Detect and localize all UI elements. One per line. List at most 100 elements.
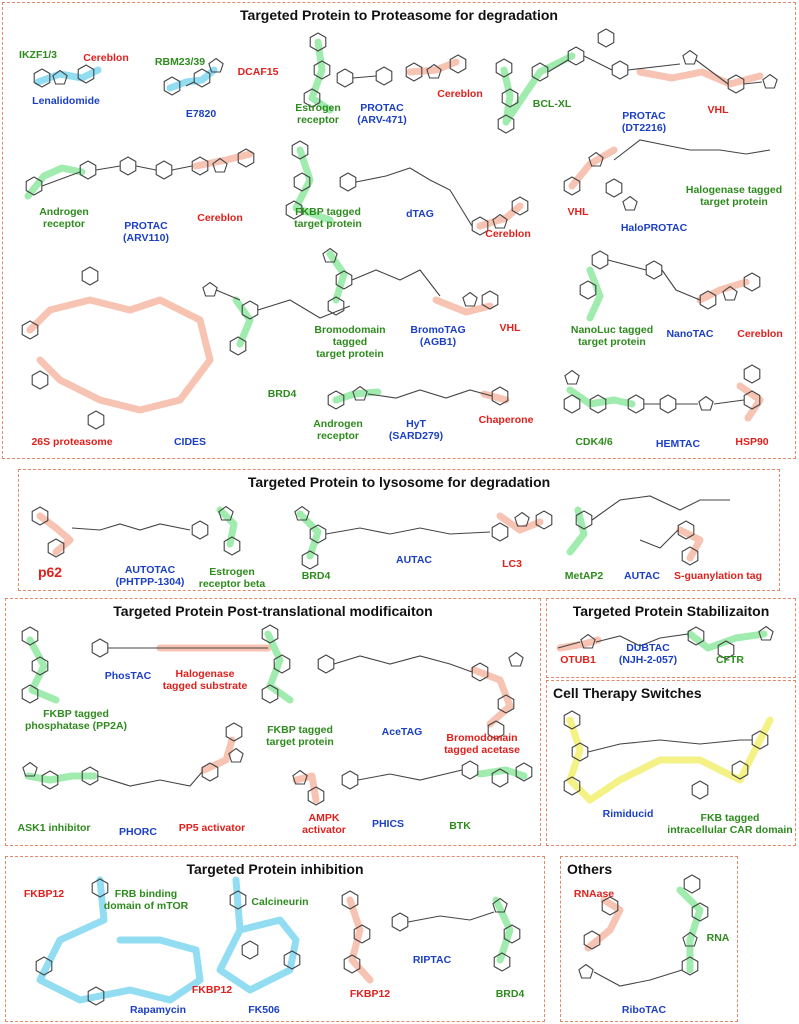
label-bromodomain-target: Bromodomain tagged target protein bbox=[314, 324, 386, 360]
label-fkbp12-2: FKBP12 bbox=[191, 984, 233, 996]
panel-title-proteasome: Targeted Protein to Proteasome for degra… bbox=[240, 7, 558, 23]
label-dt2216: PROTAC (DT2216) bbox=[621, 110, 667, 134]
fk506-molecule bbox=[216, 876, 301, 994]
label-bromodomain-acetase: Bromodomain tagged acetase bbox=[444, 732, 520, 756]
nanotac-molecule bbox=[579, 250, 761, 322]
hyt-molecule bbox=[327, 385, 510, 410]
label-ikzf: IKZF1/3 bbox=[19, 49, 57, 61]
label-cides: CIDES bbox=[173, 436, 207, 448]
label-fkbp-target-2: FKBP tagged target protein bbox=[266, 724, 334, 748]
label-androgen-receptor-2: Androgen receptor bbox=[313, 418, 363, 442]
panel-stabilization: Targeted Protein Stabilizaiton bbox=[546, 598, 796, 678]
label-pp5: PP5 activator bbox=[178, 822, 246, 834]
label-acetag: AceTAG bbox=[381, 726, 423, 738]
label-arv110: PROTAC (ARV110) bbox=[123, 220, 169, 244]
panel-title-lysosome: Targeted Protein to lysosome for degrada… bbox=[247, 474, 551, 490]
panel-title-ptm: Targeted Protein Post-translational modi… bbox=[113, 603, 433, 619]
label-vhl-3: VHL bbox=[499, 322, 521, 334]
phostac-molecule bbox=[21, 626, 272, 704]
label-cereblon-4: Cereblon bbox=[485, 228, 531, 240]
phorc-molecule bbox=[22, 722, 244, 790]
label-halogenase-target: Halogenase tagged target protein bbox=[685, 184, 783, 208]
label-estrogen-beta: Estrogen receptor beta bbox=[198, 566, 266, 590]
label-otub1: OTUB1 bbox=[560, 654, 596, 666]
rimiducid-molecule bbox=[563, 710, 774, 804]
label-chaperone: Chaperone bbox=[478, 414, 534, 426]
label-phostac: PhosTAC bbox=[104, 670, 152, 682]
riptac-molecule bbox=[341, 890, 521, 984]
autotac-molecule bbox=[31, 505, 241, 558]
label-ampk: AMPK activator bbox=[302, 812, 346, 836]
label-lenalidomide: Lenalidomide bbox=[32, 95, 100, 107]
label-rbm: RBM23/39 bbox=[154, 56, 206, 68]
label-rapamycin: Rapamycin bbox=[129, 1004, 187, 1016]
label-dtag: dTAG bbox=[406, 208, 434, 220]
lenalidomide-molecule bbox=[33, 64, 102, 88]
label-brd4-2: BRD4 bbox=[301, 570, 331, 582]
label-bromotag: BromoTAG (AGB1) bbox=[410, 324, 466, 348]
metap2-autac-molecule bbox=[566, 495, 730, 566]
label-halogenase-substrate: Halogenase tagged substrate bbox=[162, 668, 248, 692]
label-rimiducid: Rimiducid bbox=[602, 808, 654, 820]
bromotag-molecule bbox=[322, 247, 499, 316]
label-btk: BTK bbox=[449, 820, 471, 832]
panel-title-others: Others bbox=[567, 861, 613, 877]
label-e7820: E7820 bbox=[185, 108, 217, 120]
label-ribotac: RiboTAC bbox=[621, 1004, 667, 1016]
cides-molecule bbox=[21, 266, 351, 430]
label-phorc: PHORC bbox=[119, 826, 157, 838]
label-autotac: AUTOTAC (PHTPP-1304) bbox=[115, 564, 185, 588]
label-26s-proteasome: 26S proteasome bbox=[31, 436, 113, 448]
label-fk506: FK506 bbox=[248, 1004, 280, 1016]
label-nanotac: NanoTAC bbox=[666, 328, 714, 340]
e7820-molecule bbox=[163, 57, 224, 96]
label-cftr: CFTR bbox=[716, 654, 744, 666]
dubtac-molecule bbox=[556, 625, 774, 660]
label-phics: PHICS bbox=[371, 818, 405, 830]
panel-ptm: Targeted Protein Post-translational modi… bbox=[5, 598, 541, 846]
dt2216-molecule bbox=[495, 28, 778, 134]
hemtac-molecule bbox=[563, 364, 764, 422]
panel-title-inhibition: Targeted Protein inhibition bbox=[186, 861, 364, 877]
label-estrogen-receptor: Estrogen receptor bbox=[295, 102, 341, 126]
arv471-molecule bbox=[303, 32, 467, 114]
panel-title-stabilization: Targeted Protein Stabilizaiton bbox=[572, 603, 770, 619]
label-s-guanylation: S-guanylation tag bbox=[673, 570, 763, 582]
label-autac-2: AUTAC bbox=[624, 570, 660, 582]
ribotac-molecule bbox=[578, 874, 709, 987]
label-brd4-1: BRD4 bbox=[267, 388, 297, 400]
label-haloprotac: HaloPROTAC bbox=[620, 222, 688, 234]
label-autac-1: AUTAC bbox=[396, 554, 432, 566]
label-rna: RNA bbox=[706, 932, 730, 944]
label-arv471: PROTAC (ARV-471) bbox=[357, 102, 407, 126]
label-dcaf15: DCAF15 bbox=[237, 66, 279, 78]
label-calcineurin: Calcineurin bbox=[251, 896, 309, 908]
label-cereblon-5: Cereblon bbox=[737, 328, 783, 340]
label-cereblon-1: Cereblon bbox=[83, 52, 129, 64]
label-cereblon-2: Cereblon bbox=[437, 88, 483, 100]
label-ask1: ASK1 inhibitor bbox=[17, 822, 91, 834]
label-rnaase: RNAase bbox=[573, 888, 615, 900]
panel-others: Others bbox=[560, 856, 738, 1022]
label-fkbp-pp2a: FKBP tagged phosphatase (PP2A) bbox=[24, 708, 128, 732]
panel-inhibition: Targeted Protein inhibition bbox=[5, 856, 545, 1022]
label-hsp90: HSP90 bbox=[735, 436, 769, 448]
label-fkbp12-3: FKBP12 bbox=[349, 988, 391, 1000]
label-frb: FRB binding domain of mTOR bbox=[103, 888, 189, 912]
panel-title-cell-therapy: Cell Therapy Switches bbox=[553, 685, 702, 701]
phics-molecule bbox=[292, 760, 533, 806]
label-androgen-receptor: Androgen receptor bbox=[39, 206, 89, 230]
label-cdk46: CDK4/6 bbox=[575, 436, 613, 448]
autac-molecule bbox=[294, 505, 553, 570]
label-bclxl: BCL-XL bbox=[532, 98, 572, 110]
panel-cell-therapy: Cell Therapy Switches bbox=[546, 680, 796, 846]
label-riptac: RIPTAC bbox=[412, 954, 452, 966]
rapamycin-molecule bbox=[35, 876, 204, 1006]
label-vhl-2: VHL bbox=[567, 206, 589, 218]
panel-proteasome: Targeted Protein to Proteasome for degra… bbox=[2, 2, 796, 459]
label-metap2: MetAP2 bbox=[564, 570, 604, 582]
label-hyt: HyT (SARD279) bbox=[388, 418, 444, 442]
label-dubtac: DUBTAC (NJH-2-057) bbox=[618, 642, 678, 666]
label-hemtac: HEMTAC bbox=[655, 438, 701, 450]
